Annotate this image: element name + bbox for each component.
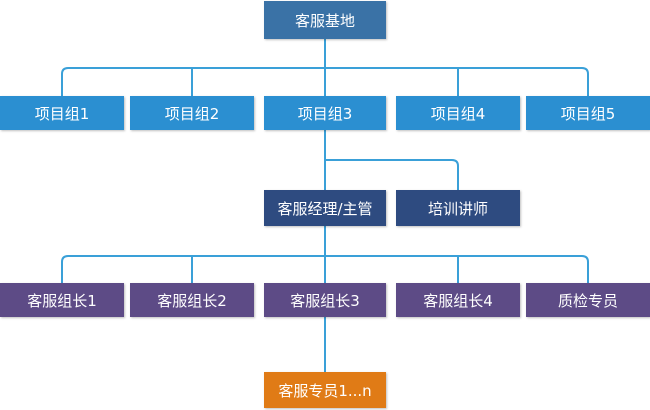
node-label: 客服经理/主管 (277, 199, 373, 218)
node-project-group-3: 项目组3 (264, 96, 386, 130)
node-project-group-5: 项目组5 (526, 96, 650, 130)
node-label: 质检专员 (557, 291, 618, 310)
node-quality-inspector: 质检专员 (526, 283, 650, 317)
node-label: 客服专员1...n (278, 381, 372, 400)
node-cs-leader-1: 客服组长1 (0, 283, 124, 317)
node-cs-leader-3: 客服组长3 (264, 283, 386, 317)
node-label: 项目组1 (34, 104, 90, 123)
node-cs-leader-4: 客服组长4 (396, 283, 520, 317)
node-label: 项目组5 (560, 104, 616, 123)
node-cs-manager: 客服经理/主管 (264, 190, 386, 226)
node-label: 项目组2 (164, 104, 220, 123)
node-cs-staff: 客服专员1...n (264, 372, 386, 408)
node-project-group-2: 项目组2 (130, 96, 254, 130)
connector-proj3-to-trainer (325, 159, 459, 190)
node-label: 项目组4 (430, 104, 486, 123)
node-trainer: 培训讲师 (396, 190, 520, 226)
node-label: 项目组3 (297, 104, 353, 123)
node-project-group-4: 项目组4 (396, 96, 520, 130)
node-label: 客服组长2 (157, 291, 227, 310)
node-label: 客服组长1 (27, 291, 97, 310)
node-label: 客服基地 (294, 11, 355, 30)
node-label: 客服组长3 (290, 291, 360, 310)
node-project-group-1: 项目组1 (0, 96, 124, 130)
node-customer-service-base: 客服基地 (264, 1, 386, 39)
node-label: 培训讲师 (427, 199, 488, 218)
node-cs-leader-2: 客服组长2 (130, 283, 254, 317)
node-label: 客服组长4 (423, 291, 493, 310)
